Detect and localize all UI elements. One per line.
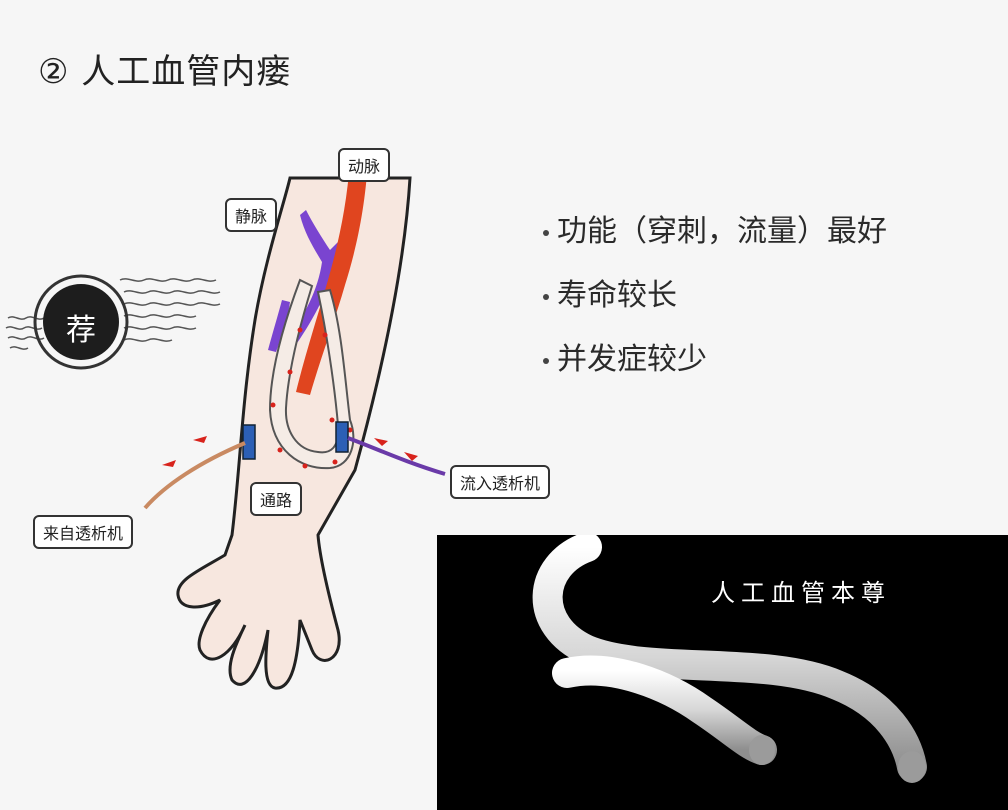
slide-title: ② 人工血管内瘘: [38, 52, 292, 92]
graft-flow-dots: [270, 327, 353, 469]
bullet-dot: [543, 293, 549, 300]
bullet-dot: [543, 229, 549, 236]
inflow-needle: [242, 424, 256, 460]
advantage-text: 寿命较长: [557, 278, 677, 313]
photo-caption: 人工血管本尊: [711, 579, 891, 607]
stamp-character: 荐: [66, 313, 96, 348]
label-to-machine: 流入透析机: [450, 465, 551, 499]
recommend-stamp: [5, 274, 221, 370]
outflow-needle: [335, 421, 349, 453]
advantage-text: 功能（穿刺，流量）最好: [557, 214, 887, 249]
label-artery: 动脉: [338, 148, 391, 182]
label-passage: 通路: [250, 482, 303, 516]
arm-outline: [176, 176, 412, 690]
graft-tube-illustration: [532, 535, 927, 783]
inflow-tube: [143, 441, 246, 510]
bullet-dot: [543, 357, 549, 364]
vein-branch: [268, 300, 290, 352]
advantage-item: 并发症较少: [543, 328, 887, 392]
flow-arrows: [162, 436, 418, 467]
outflow-tube: [347, 436, 446, 476]
advantage-list: 功能（穿刺，流量）最好 寿命较长 并发症较少: [543, 200, 887, 392]
advantage-item: 功能（穿刺，流量）最好: [543, 200, 887, 264]
graft-tube-long: [532, 535, 927, 782]
advantage-text: 并发症较少: [557, 342, 707, 377]
advantage-item: 寿命较长: [543, 264, 887, 328]
graft-tube-short: [552, 655, 777, 765]
graft-photo-panel: 人工血管本尊: [437, 535, 1008, 810]
artery-vessel: [296, 160, 368, 395]
label-from-machine: 来自透析机: [33, 515, 134, 549]
graft-loop: [268, 278, 355, 470]
label-vein: 静脉: [225, 198, 278, 232]
